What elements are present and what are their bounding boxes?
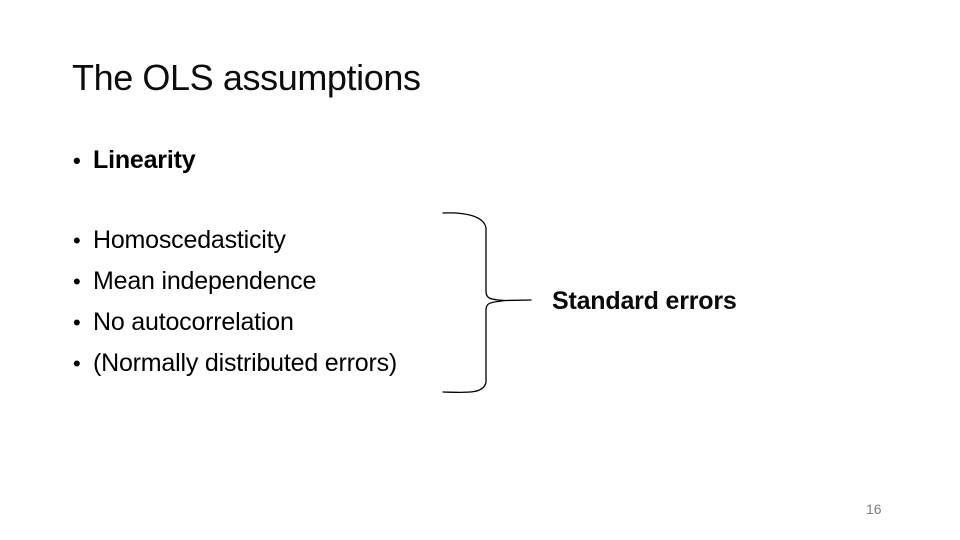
list-item: • Linearity (73, 140, 196, 181)
list-item: • No autocorrelation (73, 302, 397, 343)
bullet-icon: • (73, 148, 81, 173)
bullet-group-linearity: • Linearity (73, 140, 196, 181)
bullet-label-homoscedasticity: Homoscedasticity (93, 226, 286, 254)
list-item: • Homoscedasticity (73, 220, 397, 261)
list-item: • Mean independence (73, 261, 397, 302)
bullet-group-assumptions: • Homoscedasticity • Mean independence •… (73, 220, 397, 384)
list-item: • (Normally distributed errors) (73, 343, 397, 384)
bullet-icon: • (73, 310, 81, 335)
bullet-label-linearity: Linearity (93, 146, 196, 174)
bullet-icon: • (73, 269, 81, 294)
bullet-label-normal-errors: (Normally distributed errors) (93, 349, 397, 377)
slide-title: The OLS assumptions (72, 57, 421, 98)
curly-brace-icon (442, 212, 532, 394)
bullet-icon: • (73, 228, 81, 253)
callout-standard-errors: Standard errors (552, 287, 737, 315)
bullet-label-no-autocorrelation: No autocorrelation (93, 308, 294, 336)
bullet-icon: • (73, 351, 81, 376)
page-number: 16 (866, 501, 882, 517)
bullet-label-mean-independence: Mean independence (93, 267, 317, 295)
